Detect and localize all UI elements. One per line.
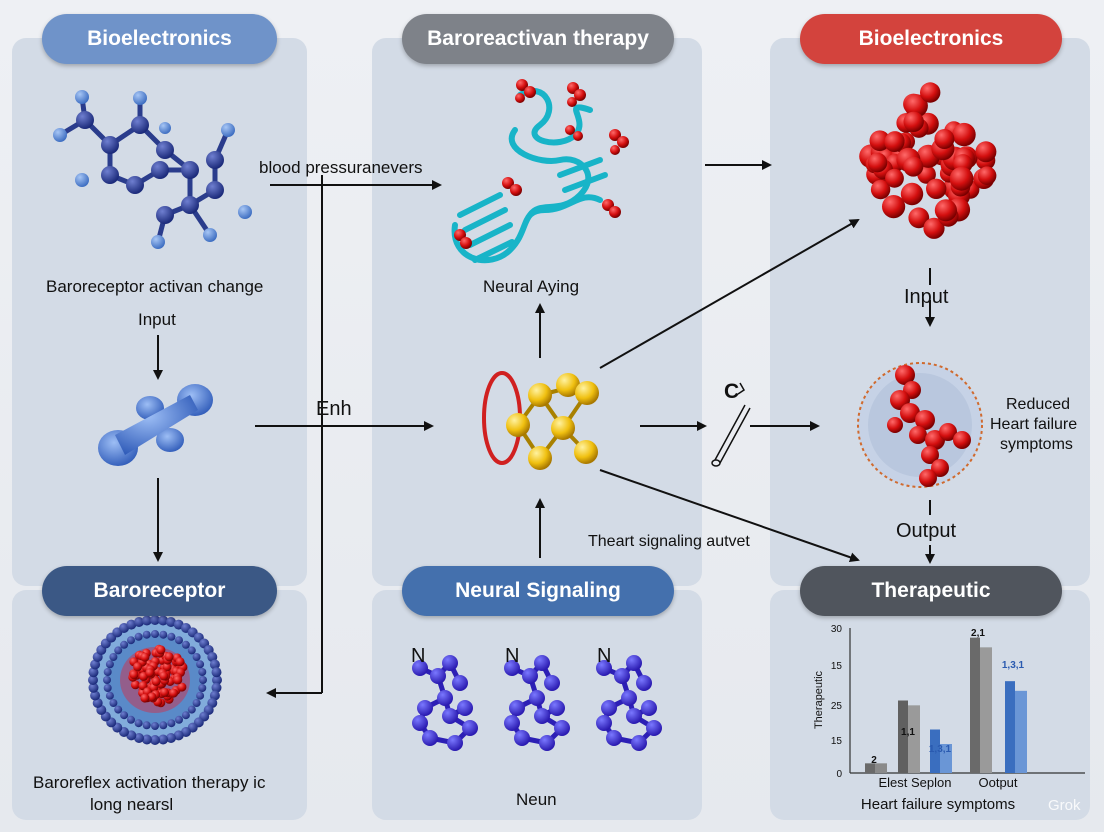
header-therapeutic: Therapeutic xyxy=(800,566,1062,616)
bar-series-2 xyxy=(1015,690,1027,773)
label-baroreflex-1: Baroreflex activation therapy ic xyxy=(33,773,266,792)
bar-series-1 xyxy=(1005,681,1015,773)
label-c: C xyxy=(724,380,740,403)
label-n-2: N xyxy=(505,645,520,667)
bar-series-2 xyxy=(980,647,992,773)
watermark: Grok xyxy=(1048,797,1081,814)
y-tick-label: 30 xyxy=(831,624,843,635)
label-enh: Enh xyxy=(316,398,352,420)
header-neural-signaling: Neural Signaling xyxy=(402,566,674,616)
red-cell-cluster-icon xyxy=(859,82,997,239)
neural-node-cluster-icon xyxy=(482,371,599,470)
y-tick-label: 25 xyxy=(831,701,843,712)
baroreceptor-sphere-icon xyxy=(88,615,222,745)
panel-bot-right xyxy=(770,590,1090,820)
label-heart-failure: Heart failure xyxy=(990,416,1078,433)
label-n-3: N xyxy=(597,645,612,667)
label-n-1: N xyxy=(411,645,426,667)
data-label: 1,3,1 xyxy=(929,744,952,755)
therapeutic-chart: 30 15 25 15 0 Therapeutic 2 1,1 1,3,1 2,1 1,3,1Ele… xyxy=(813,624,1085,813)
data-label: 2,1 xyxy=(971,628,985,639)
y-tick-label: 15 xyxy=(831,736,843,747)
label-theart-signaling: Theart signaling autvet xyxy=(588,533,750,550)
label-baroreflex-2: long nearsl xyxy=(90,795,174,814)
neural-molecule-icon xyxy=(412,655,662,751)
header-bioelectronics-right: Bioelectronics xyxy=(800,14,1062,64)
bar-series-1 xyxy=(898,700,908,773)
bar-series-2 xyxy=(940,744,952,773)
label-output: Output xyxy=(896,520,957,542)
bar-series-2 xyxy=(908,705,920,773)
bar-series-1 xyxy=(865,763,875,773)
protein-ribbon-icon xyxy=(451,87,608,264)
label-reduced: Reduced xyxy=(1006,396,1071,413)
cell-sphere-icon xyxy=(857,362,983,488)
header-bioelectronics-left: Bioelectronics xyxy=(42,14,277,64)
bar-series-1 xyxy=(930,729,940,773)
label-input-left: Input xyxy=(138,310,176,329)
y-axis-label: Therapeutic xyxy=(813,670,825,729)
data-label: 1,1 xyxy=(901,727,915,738)
label-blood-pressure: blood pressuranevers xyxy=(259,158,423,177)
label-neun: Neun xyxy=(516,790,557,809)
y-tick-label: 15 xyxy=(831,661,843,672)
x-axis-label: Heart failure symptoms xyxy=(861,796,1015,813)
header-baroreceptor: Baroreceptor xyxy=(42,566,277,616)
label-symptoms: symptoms xyxy=(1000,436,1073,453)
x-tick-label: Ootput xyxy=(978,775,1017,790)
x-tick-label: Elest Seplon xyxy=(879,775,952,790)
y-tick-label: 0 xyxy=(836,769,842,780)
receptor-blob-icon xyxy=(98,384,213,466)
data-label: 1,3,1 xyxy=(1002,660,1025,671)
label-input-right: Input xyxy=(904,286,949,308)
label-baroreceptor-change: Baroreceptor activan change xyxy=(46,277,264,296)
label-neural-aying: Neural Aying xyxy=(483,277,580,296)
data-label: 2 xyxy=(871,755,877,766)
switch-icon xyxy=(711,382,751,467)
bar-series-1 xyxy=(970,637,980,773)
header-baroreactivan-therapy: Baroreactivan therapy xyxy=(402,14,674,64)
flow-arrows xyxy=(153,160,935,564)
bar-series-2 xyxy=(875,763,887,773)
